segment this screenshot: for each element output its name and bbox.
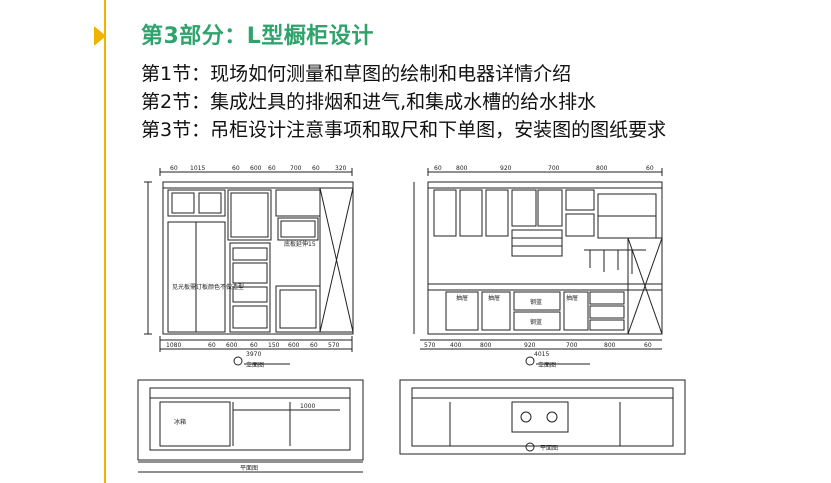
section-item-2: 第2节：集成灶具的排烟和进气,和集成水槽的给水排水 xyxy=(141,91,597,113)
right-bottom-dim-5: 700 xyxy=(566,342,578,349)
left-top-dim-6: 700 xyxy=(290,165,302,172)
left-plan-fridge-label: 冰箱 xyxy=(174,418,186,426)
right-bottom-dim-3: 800 xyxy=(480,342,492,349)
left-total-width: 3970 xyxy=(246,351,261,358)
left-plan-label: 平面图 xyxy=(240,465,258,472)
right-total-width: 4015 xyxy=(534,351,549,358)
right-top-dim-6: 60 xyxy=(646,165,654,172)
left-top-dim-2: 1015 xyxy=(190,165,205,172)
right-plan-drawing xyxy=(399,379,686,455)
left-top-dim-3: 60 xyxy=(232,165,240,172)
right-drawer-label-4: 抽屉 xyxy=(566,294,578,302)
section-list: 第1节：现场如何测量和草图的绘制和电器详情介绍 第2节：集成灶具的排烟和进气,和… xyxy=(141,60,666,144)
right-bottom-dim-1: 570 xyxy=(424,342,436,349)
right-top-dim-2: 800 xyxy=(456,165,468,172)
left-bottom-dim-4: 60 xyxy=(250,342,258,349)
left-top-dim-1: 60 xyxy=(170,165,178,172)
left-plan-drawing xyxy=(137,379,364,473)
right-drawer-label-1: 抽屉 xyxy=(456,294,468,302)
left-bottom-dim-6: 600 xyxy=(288,342,300,349)
right-bottom-dim-6: 800 xyxy=(604,342,616,349)
right-drawer-label-2: 抽屉 xyxy=(488,294,500,302)
left-bottom-dim-8: 570 xyxy=(328,342,340,349)
right-view-label: 立面图 xyxy=(538,361,556,369)
left-elevation-drawing xyxy=(144,168,354,366)
right-drawer-label-5: 钢蓝 xyxy=(530,318,542,326)
right-top-dim-1: 60 xyxy=(434,165,442,172)
left-bottom-dim-3: 600 xyxy=(226,342,238,349)
left-top-dim-5: 60 xyxy=(268,165,276,172)
right-top-dim-4: 700 xyxy=(548,165,560,172)
left-hood-label: 底板延伸15 xyxy=(284,240,316,248)
left-top-dim-4: 600 xyxy=(250,165,262,172)
right-top-dim-3: 920 xyxy=(500,165,512,172)
left-bottom-dim-5: 150 xyxy=(268,342,280,349)
left-plan-dim: 1000 xyxy=(300,403,315,410)
left-top-dim-8: 320 xyxy=(335,165,347,172)
left-view-label: 立面图 xyxy=(246,361,264,369)
left-bottom-dim-1: 1080 xyxy=(166,342,181,349)
right-bottom-dim-2: 400 xyxy=(450,342,462,349)
left-bottom-dim-7: 60 xyxy=(310,342,318,349)
right-top-dim-5: 800 xyxy=(596,165,608,172)
left-annotation: 见光板需订板颜色不做造型 xyxy=(172,283,244,291)
slide-title: 第3部分：L型橱柜设计 xyxy=(141,24,374,49)
left-bottom-dim-2: 60 xyxy=(208,342,216,349)
section-item-1: 第1节：现场如何测量和草图的绘制和电器详情介绍 xyxy=(141,63,572,85)
left-top-dim-7: 60 xyxy=(312,165,320,172)
left-accent-rule xyxy=(104,0,106,483)
right-drawer-label-3: 钢蓝 xyxy=(530,298,542,306)
right-elevation-drawing xyxy=(413,168,663,366)
right-bottom-dim-4: 920 xyxy=(524,342,536,349)
title-marker-icon xyxy=(94,26,106,46)
right-bottom-dim-7: 60 xyxy=(644,342,652,349)
right-plan-label: 平面图 xyxy=(540,445,558,452)
section-item-3: 第3节：吊柜设计注意事项和取尺和下单图，安装图的图纸要求 xyxy=(141,119,667,141)
